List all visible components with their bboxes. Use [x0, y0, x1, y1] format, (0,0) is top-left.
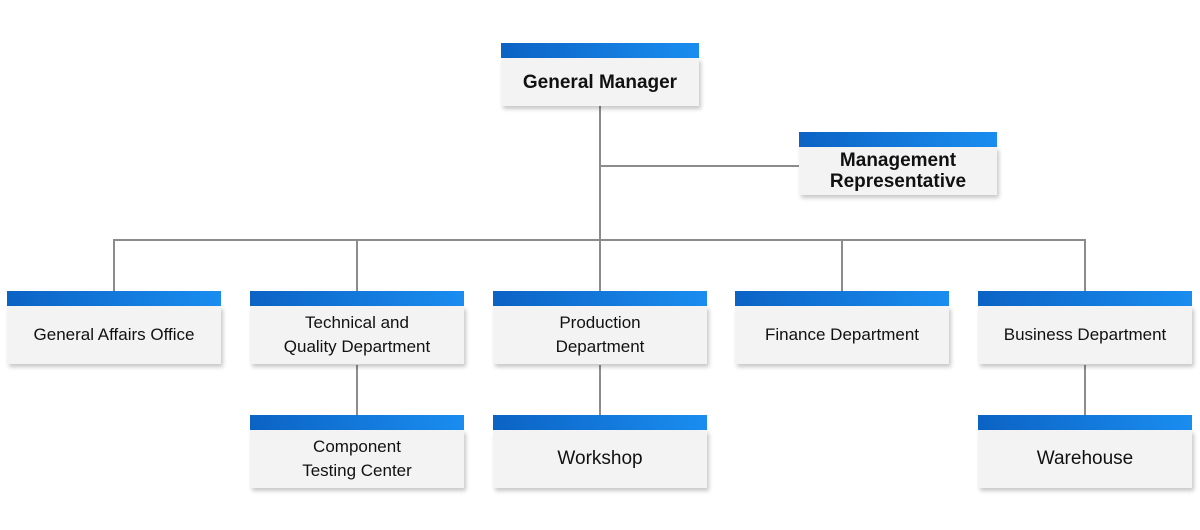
node-label: Warehouse [1036, 448, 1134, 469]
node-general-affairs-office: General Affairs Office [7, 291, 221, 364]
node-box: General Affairs Office [7, 306, 221, 364]
node-header-bar [978, 415, 1192, 430]
node-technical-quality-department: Technical and Quality Department [250, 291, 464, 364]
node-label: Management Representative [829, 150, 967, 192]
node-box: Warehouse [978, 430, 1192, 488]
node-box: Business Department [978, 306, 1192, 364]
connector-dept-5 [1084, 239, 1086, 292]
node-header-bar [493, 291, 707, 306]
node-label: Business Department [1003, 325, 1167, 344]
connector-sub-2 [599, 365, 601, 417]
node-component-testing-center: Component Testing Center [250, 415, 464, 488]
connector-to-representative [599, 165, 799, 167]
node-production-department: Production Department [493, 291, 707, 364]
connector-dept-4 [841, 239, 843, 292]
node-business-department: Business Department [978, 291, 1192, 364]
node-management-representative: Management Representative [799, 132, 997, 195]
node-label: General Manager [522, 71, 678, 93]
node-header-bar [493, 415, 707, 430]
node-box: Component Testing Center [250, 430, 464, 488]
node-label: Production Department [555, 313, 645, 356]
connector-dept-3 [599, 239, 601, 292]
node-box: Management Representative [799, 147, 997, 195]
node-label: Component Testing Center [302, 437, 412, 480]
node-label: Finance Department [764, 325, 920, 344]
connector-sub-1 [356, 365, 358, 417]
node-general-manager: General Manager [501, 43, 699, 106]
node-header-bar [250, 415, 464, 430]
node-warehouse: Warehouse [978, 415, 1192, 488]
node-header-bar [7, 291, 221, 306]
node-label: General Affairs Office [33, 325, 195, 344]
connector-dept-1 [113, 239, 115, 292]
node-box: Workshop [493, 430, 707, 488]
node-header-bar [735, 291, 949, 306]
node-label: Technical and Quality Department [283, 313, 431, 356]
node-finance-department: Finance Department [735, 291, 949, 364]
node-header-bar [501, 43, 699, 58]
node-workshop: Workshop [493, 415, 707, 488]
node-label: Workshop [557, 448, 643, 469]
node-header-bar [250, 291, 464, 306]
node-box: Technical and Quality Department [250, 306, 464, 364]
connector-dept-2 [356, 239, 358, 292]
node-box: Finance Department [735, 306, 949, 364]
node-header-bar [978, 291, 1192, 306]
node-box: General Manager [501, 58, 699, 106]
node-box: Production Department [493, 306, 707, 364]
connector-gm-trunk [599, 106, 601, 240]
connector-sub-3 [1084, 365, 1086, 417]
node-header-bar [799, 132, 997, 147]
